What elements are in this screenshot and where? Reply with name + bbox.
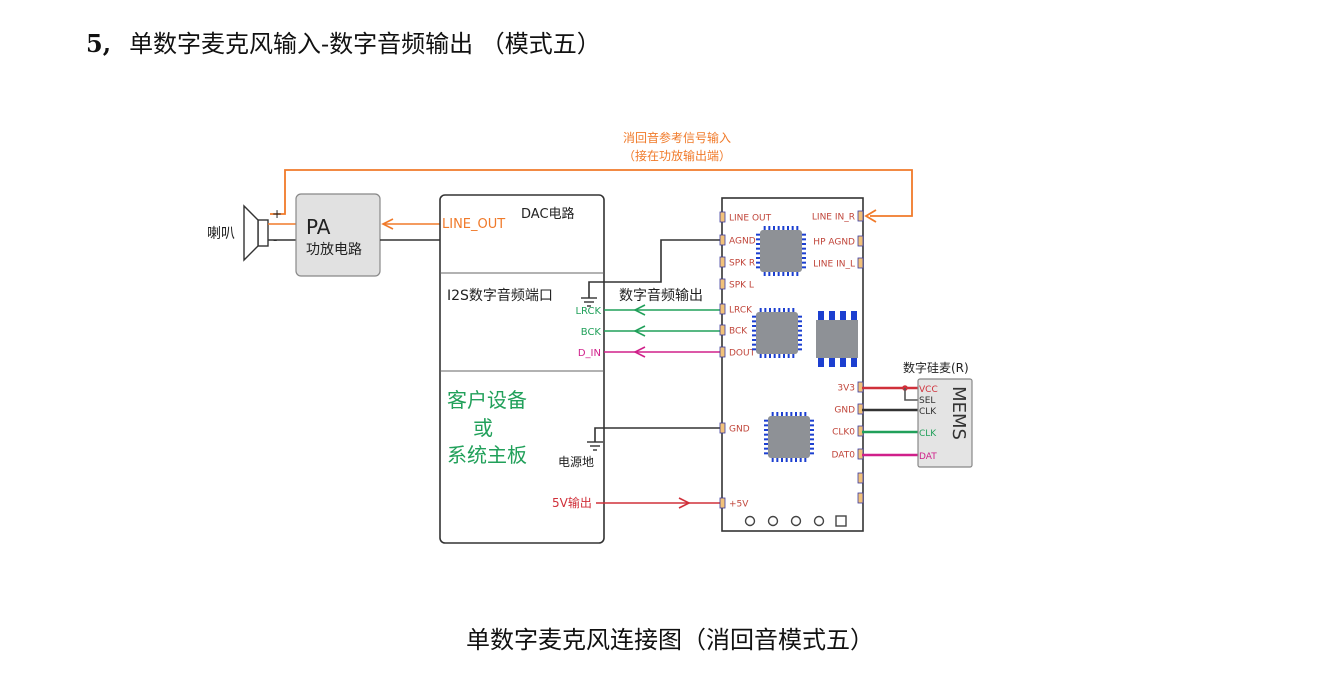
module-pin-pad bbox=[719, 422, 726, 434]
line-out-label: LINE_OUT bbox=[442, 217, 505, 232]
digital-out-label: 数字音频输出 bbox=[619, 287, 703, 304]
ic-chip bbox=[756, 226, 806, 276]
header-hole bbox=[744, 515, 756, 527]
header-hole bbox=[813, 515, 825, 527]
power-ground-wire bbox=[594, 427, 723, 442]
module-pin-pad bbox=[857, 257, 864, 269]
header-hole bbox=[790, 515, 802, 527]
module-pin-label-right: HP AGND bbox=[813, 238, 855, 248]
module-pin-label-left: SPK L bbox=[729, 281, 754, 291]
module-pin-label-right: CLK0 bbox=[832, 428, 855, 438]
mic-vcc-wire bbox=[862, 385, 918, 391]
i2s-bck-label: BCK bbox=[581, 327, 602, 338]
i2s-din-label: D_IN bbox=[578, 348, 601, 359]
line-out-arrow bbox=[381, 218, 394, 230]
module-pin-pad bbox=[719, 324, 726, 336]
lrck-signal-wire bbox=[604, 304, 723, 316]
module-pin-pad bbox=[719, 303, 726, 315]
mic-dat-label: DAT bbox=[919, 452, 937, 462]
mic-vcc-label: VCC bbox=[919, 385, 938, 395]
module-pin-label-right: LINE IN_R bbox=[812, 213, 855, 223]
power-ground-label: 电源地 bbox=[558, 455, 594, 469]
module-pin-pad bbox=[857, 492, 864, 504]
mic-clk-label: CLK bbox=[919, 407, 937, 417]
customer-device-box bbox=[439, 194, 605, 544]
bck-signal-wire bbox=[604, 325, 723, 337]
module-pin-label-left: BCK bbox=[729, 327, 748, 337]
module-pin-pad bbox=[719, 234, 726, 246]
module-pin-pad bbox=[857, 235, 864, 247]
module-pin-label-left: LRCK bbox=[729, 306, 753, 316]
pa-title: PA bbox=[306, 215, 331, 239]
speaker-label: 喇叭 bbox=[207, 226, 235, 242]
mems-label: MEMS bbox=[948, 386, 969, 440]
module-pin-pad bbox=[719, 497, 726, 509]
power-ground-icon bbox=[587, 441, 603, 451]
module-pin-pad bbox=[857, 472, 864, 484]
customer-line1: 客户设备 bbox=[447, 388, 527, 412]
ic-chip bbox=[764, 412, 814, 462]
pa-subtitle: 功放电路 bbox=[306, 242, 362, 258]
module-pin-pad bbox=[719, 211, 726, 223]
customer-line3: 系统主板 bbox=[447, 443, 527, 467]
five-v-wire bbox=[596, 497, 723, 509]
echo-ref-sub: （接在功放输出端） bbox=[623, 148, 731, 163]
section-heading: 5, 单数字麦克风输入-数字音频输出 （模式五） bbox=[86, 24, 601, 59]
module-pin-pad bbox=[857, 210, 864, 222]
customer-line2: 或 bbox=[473, 416, 493, 440]
module-pin-label-right: 3V3 bbox=[837, 384, 855, 394]
module-pin-label-right: DAT0 bbox=[832, 451, 856, 461]
speaker-icon bbox=[243, 204, 269, 262]
bottom-header-pins bbox=[744, 515, 847, 527]
five-v-label: 5V输出 bbox=[552, 495, 592, 510]
pa-box bbox=[295, 193, 381, 277]
module-pin-label-left: GND bbox=[729, 425, 750, 435]
module-chips bbox=[752, 226, 858, 462]
mic-label: 数字硅麦(R) bbox=[903, 360, 969, 375]
agnd-wire bbox=[588, 239, 723, 298]
module-pin-pad bbox=[719, 256, 726, 268]
header-hole bbox=[767, 515, 779, 527]
module-pin-label-left: DOUT bbox=[729, 349, 756, 359]
mic-sel-label: SEL bbox=[919, 396, 935, 406]
module-pin-label-right: GND bbox=[834, 406, 855, 416]
figure-caption: 单数字麦克风连接图（消回音模式五） bbox=[466, 626, 874, 654]
header-hole-square bbox=[835, 515, 847, 527]
agnd-ground-icon bbox=[581, 297, 597, 307]
module-pin-label-right: LINE IN_L bbox=[813, 260, 855, 270]
module-pin-pad bbox=[719, 278, 726, 290]
echo-reference-wire bbox=[270, 169, 913, 223]
section-title: 单数字麦克风输入-数字音频输出 （模式五） bbox=[129, 30, 601, 58]
i2s-port-label: I2S数字音频端口 bbox=[447, 287, 553, 304]
module-pin-label-left: AGND bbox=[729, 237, 756, 247]
section-number: 5, bbox=[86, 29, 112, 58]
ic-chip bbox=[752, 308, 802, 358]
left-pin-column: LINE OUT AGND SPK R SPK L LRCK BCK DOUT GND +5V bbox=[719, 211, 772, 510]
dac-label: DAC电路 bbox=[521, 206, 575, 222]
mic-sel-wire bbox=[904, 388, 918, 401]
echo-ref-title: 消回音参考信号输入 bbox=[623, 130, 731, 145]
module-pin-label-left: +5V bbox=[729, 500, 749, 510]
speaker-plus: + bbox=[272, 207, 282, 221]
module-pin-pad bbox=[719, 346, 726, 358]
module-pin-label-left: LINE OUT bbox=[729, 214, 772, 224]
module-pin-label-left: SPK R bbox=[729, 259, 755, 269]
dout-signal-wire bbox=[604, 346, 723, 358]
mic-clk2-label: CLK bbox=[919, 429, 937, 439]
soic-chip bbox=[816, 311, 858, 367]
i2s-lrck-label: LRCK bbox=[575, 306, 601, 317]
mems-box bbox=[917, 378, 973, 468]
